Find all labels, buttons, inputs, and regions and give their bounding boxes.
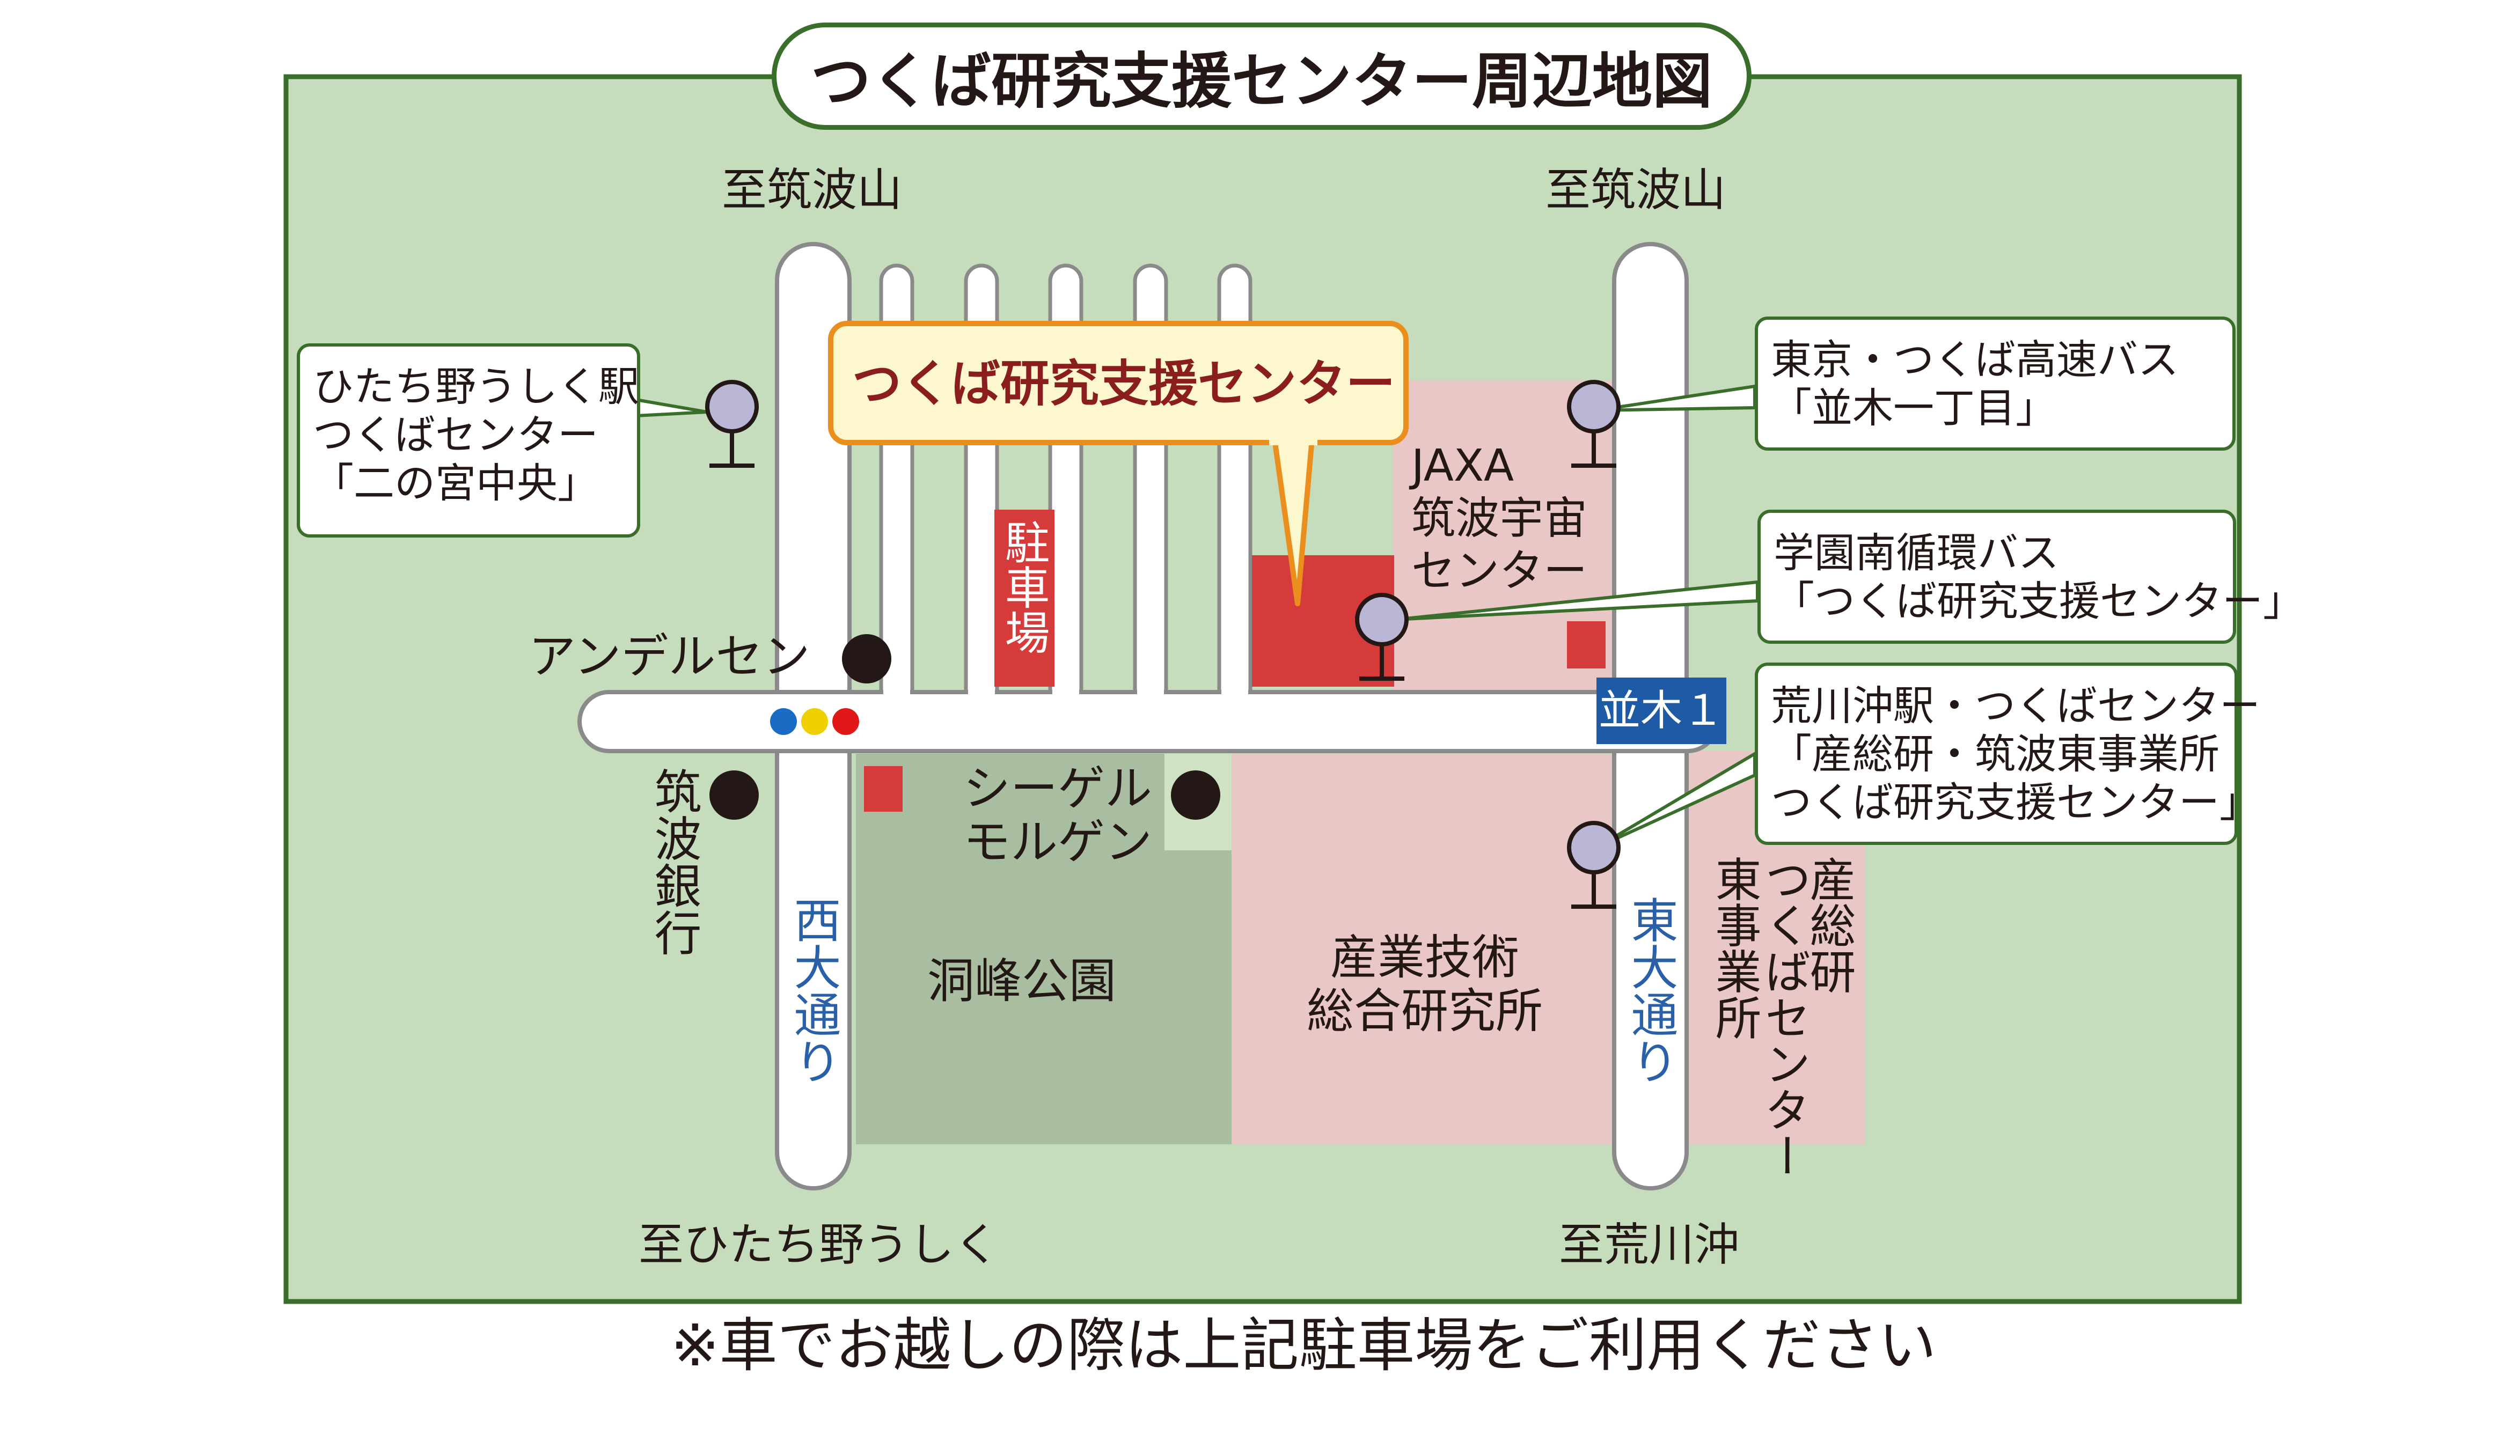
aist-east-label-col2: つくばセンター (1756, 856, 1810, 1179)
bus-callout-northeast: 東京・つくば高速バス 「並木一丁目」 (1755, 317, 2236, 451)
dest-tsukubasan-west: 至筑波山 (722, 164, 903, 216)
parking-label: 駐車場 (998, 519, 1050, 655)
bank-building-marker (864, 766, 903, 812)
dest-hitachino-ushiku: 至ひたち野うしく (639, 1218, 1000, 1271)
andersen-marker (842, 634, 891, 683)
east-avenue-label: 東大通り (1623, 896, 1679, 1085)
bus-stop-icon (705, 380, 759, 468)
jaxa-building-marker (1567, 621, 1606, 668)
dest-arakawaoki: 至荒川沖 (1559, 1218, 1740, 1271)
siegel-marker (1171, 770, 1220, 820)
bus-callout-southeast: 荒川沖駅・つくばセンター 「産総研・筑波東事業所 つくば研究支援センター」 (1755, 663, 2260, 845)
siegel-label: シーゲル モルゲン (963, 761, 1153, 870)
bus-callout-west: ひたち野うしく駅 つくばセンター 「二の宮中央」 (297, 343, 640, 538)
bus-callout-center: 学園南循環バス 「つくば研究支援センター」 (1757, 510, 2304, 644)
tsukuba-bank-label: 筑波銀行 (647, 767, 702, 956)
bus-stop-icon (1567, 380, 1621, 468)
aist-east-label-col3: 東事業所 (1707, 856, 1761, 1040)
support-center-label: つくば研究支援センター (852, 355, 1396, 413)
park-label: 洞峰公園 (927, 953, 1117, 1009)
parking-block (994, 510, 1054, 687)
aist-label: 産業技術 総合研究所 (1307, 930, 1543, 1039)
traffic-signal-icon (770, 708, 859, 735)
west-avenue-label: 西大通り (786, 896, 841, 1085)
bus-stop-icon (1567, 821, 1621, 909)
main-callout (828, 321, 1409, 606)
andersen-label: アンデルセン (529, 629, 810, 684)
callout-lines (634, 384, 1759, 849)
aist-east-label-col1: 産総研 (1801, 856, 1855, 994)
dest-tsukubasan-east: 至筑波山 (1545, 164, 1726, 216)
map-title: つくば研究支援センター周辺地図 (772, 23, 1752, 130)
intersection-badge: 並木１ (1596, 678, 1726, 744)
parking-note: ※車でお越しの際は上記駐車場をご利用ください (671, 1312, 1937, 1379)
tsukuba-bank-marker (709, 770, 759, 820)
bus-stop-icon (1355, 593, 1409, 681)
jaxa-label: JAXA 筑波宇宙 センター (1411, 440, 1588, 597)
